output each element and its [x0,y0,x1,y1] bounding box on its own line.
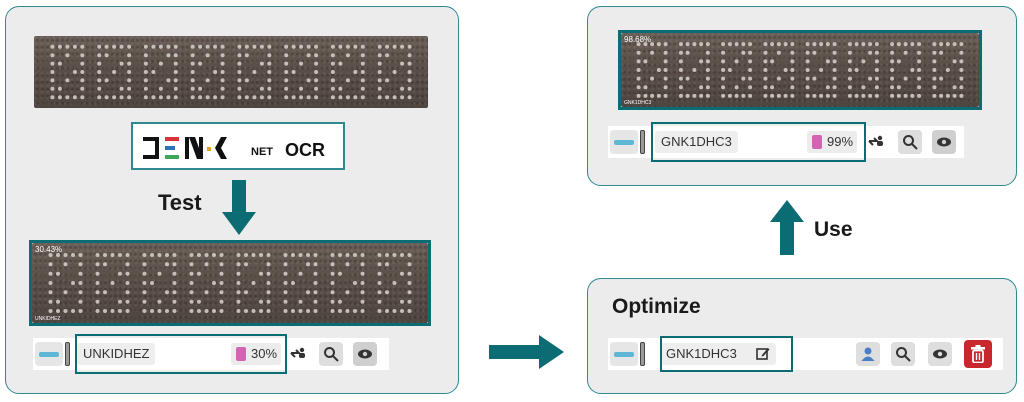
ocr-text-value[interactable]: GNK1DHC3 [655,131,738,153]
search-button[interactable] [319,342,343,366]
denk-logo-icon [143,137,227,159]
ocr-result-highlight [75,334,287,374]
eye-icon [933,349,947,359]
eye-icon [358,349,372,359]
optimize-title: Optimize [612,295,701,318]
ocr-toolbar: UNKIDHEZ 30% [33,338,389,370]
transfer-icon [290,347,305,358]
search-icon [324,347,339,362]
test-label: Test [158,190,202,215]
trash-icon [971,345,985,363]
ocr-result-frame: 98.68% GNK1DHC3 [618,30,982,110]
horizontal-bar-icon [614,352,634,357]
view-button[interactable] [928,342,952,366]
logo-ocr-text: OCR [285,140,325,160]
transfer-button[interactable] [864,130,888,154]
confidence-badge: 99% [807,131,858,153]
denk-net-ocr-logo: NET OCR [131,122,345,170]
confidence-value: 99% [827,134,854,149]
ocr-toolbar: GNK1DHC3 [608,338,1003,370]
ocr-result-highlight [660,336,793,372]
confidence-badge: 30% [231,343,282,365]
prediction-tag: GNK1DHC3 [624,100,652,106]
user-button[interactable] [856,342,880,366]
right-arrow-icon [489,335,564,369]
vertical-handle-icon[interactable] [640,130,645,154]
transfer-button[interactable] [286,342,310,366]
optimize-panel [587,278,1017,394]
chip-icon [236,347,246,361]
confidence-overlay: 98.68% [624,35,652,44]
down-arrow-icon [222,180,256,235]
minimize-bar[interactable] [35,342,63,366]
ocr-toolbar: GNK1DHC3 99% [608,126,964,158]
ocr-text-value[interactable]: UNKIDHEZ [77,343,156,365]
prediction-tag: UNKIDHEZ [35,316,61,322]
person-icon [861,347,875,361]
use-label: Use [814,218,853,241]
logo-net-text: NET [251,146,273,158]
minimize-bar[interactable] [610,130,638,154]
horizontal-bar-icon [39,352,59,357]
up-arrow-icon [770,200,804,255]
eye-icon [937,137,951,147]
view-button[interactable] [932,130,956,154]
confidence-overlay: 30.43% [35,245,63,254]
ocr-result-frame: 30.43% UNKIDHEZ [29,240,431,326]
chip-icon [812,135,822,149]
vertical-handle-icon[interactable] [65,342,70,366]
search-button[interactable] [898,130,922,154]
ocr-result-highlight [651,122,866,162]
confidence-value: 30% [251,346,278,361]
view-button[interactable] [353,342,377,366]
horizontal-bar-icon [614,140,634,145]
delete-button[interactable] [964,340,992,368]
engraved-plate-image [32,243,428,323]
search-button[interactable] [891,342,915,366]
ocr-text-input[interactable]: GNK1DHC3 [660,343,776,365]
edit-icon[interactable] [756,347,770,361]
engraved-plate-image [34,36,428,108]
search-icon [903,135,918,150]
search-icon [896,347,911,362]
minimize-bar[interactable] [610,342,638,366]
engraved-plate-image [621,33,979,107]
transfer-icon [868,135,883,146]
vertical-handle-icon[interactable] [640,342,645,366]
ocr-text-value: GNK1DHC3 [666,346,737,361]
